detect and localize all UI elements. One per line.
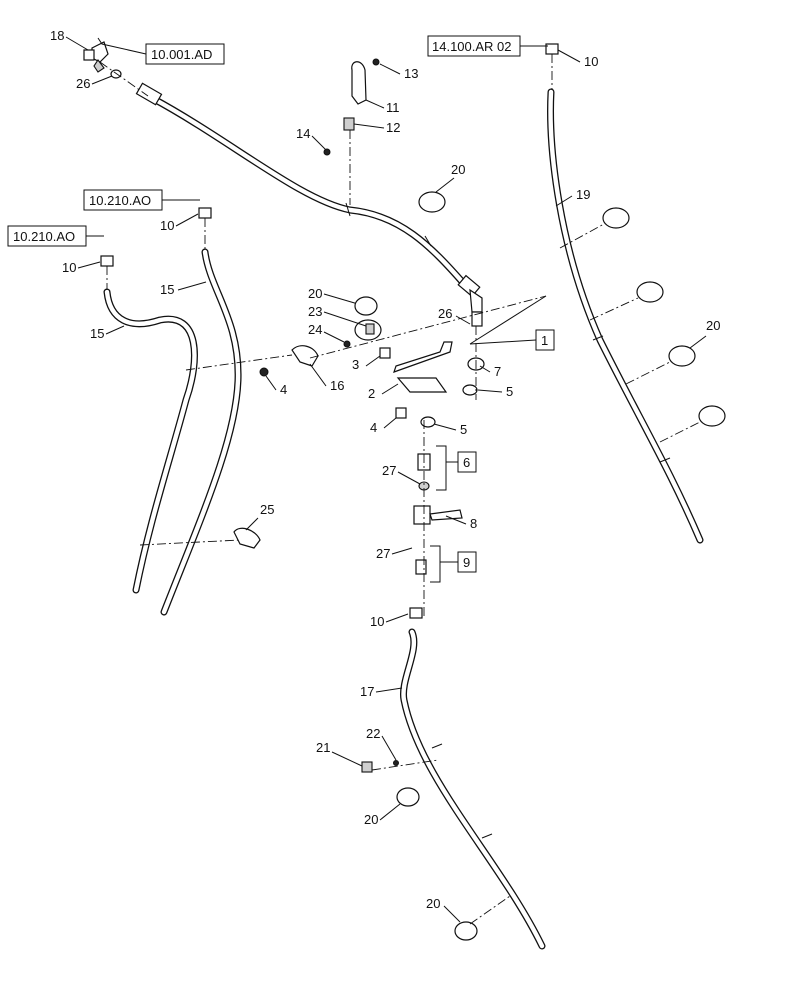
svg-text:1: 1 [541, 333, 548, 348]
svg-text:26: 26 [76, 76, 90, 91]
svg-text:10: 10 [62, 260, 76, 275]
svg-text:5: 5 [506, 384, 513, 399]
elbow-fitting-18 [83, 41, 109, 73]
svg-text:15: 15 [160, 282, 174, 297]
svg-text:27: 27 [382, 463, 396, 478]
svg-text:20: 20 [364, 812, 378, 827]
svg-text:8: 8 [470, 516, 477, 531]
svg-text:5: 5 [460, 422, 467, 437]
svg-text:20: 20 [426, 896, 440, 911]
upper-hose-end-fitting [135, 82, 483, 327]
ref-label: 10.001.AD [151, 47, 212, 62]
svg-text:10: 10 [160, 218, 174, 233]
svg-text:11: 11 [386, 100, 400, 115]
svg-text:19: 19 [576, 187, 590, 202]
svg-text:12: 12 [386, 120, 400, 135]
callout-box-6[interactable]: 6 [457, 451, 477, 473]
svg-text:20: 20 [706, 318, 720, 333]
svg-text:27: 27 [376, 546, 390, 561]
bracket-2 [393, 341, 453, 393]
left-hose-15-inner [160, 248, 242, 616]
svg-text:24: 24 [308, 322, 322, 337]
ref-box-10-001-ad[interactable]: 10.001.AD [145, 43, 225, 65]
svg-text:25: 25 [260, 502, 274, 517]
clamp-11 [323, 58, 380, 156]
svg-text:21: 21 [316, 740, 330, 755]
svg-text:13: 13 [404, 66, 418, 81]
svg-text:7: 7 [494, 364, 501, 379]
fittings-10-left [100, 207, 212, 267]
svg-text:16: 16 [330, 378, 344, 393]
svg-text:18: 18 [50, 28, 64, 43]
svg-text:10: 10 [370, 614, 384, 629]
clamps-bottom [361, 760, 478, 941]
svg-text:22: 22 [366, 726, 380, 741]
callout-box-9[interactable]: 9 [457, 551, 477, 573]
svg-text:23: 23 [308, 304, 322, 319]
svg-text:4: 4 [280, 382, 287, 397]
svg-text:6: 6 [463, 455, 470, 470]
upper-hose [148, 94, 469, 289]
ref-box-10-210-ao-lower[interactable]: 10.210.AO [7, 225, 87, 247]
clamp-25 [233, 527, 261, 549]
clamp-16 [259, 345, 319, 377]
ref-label: 10.210.AO [89, 193, 151, 208]
svg-text:9: 9 [463, 555, 470, 570]
svg-text:20: 20 [308, 286, 322, 301]
svg-text:14: 14 [296, 126, 310, 141]
svg-text:26: 26 [438, 306, 452, 321]
callout-box-1[interactable]: 1 [535, 329, 555, 351]
washer-26-top [110, 69, 122, 79]
svg-text:4: 4 [370, 420, 377, 435]
right-hose-19 [547, 88, 704, 544]
bottom-hose-17 [399, 628, 546, 950]
svg-text:2: 2 [368, 386, 375, 401]
ref-box-14-100-ar-02[interactable]: 14.100.AR 02 [427, 35, 521, 57]
callouts: 18 26 13 11 12 14 10 20 19 20 10 10 15 1… [50, 28, 720, 923]
ref-label: 14.100.AR 02 [432, 39, 512, 54]
svg-text:20: 20 [451, 162, 465, 177]
svg-text:3: 3 [352, 357, 359, 372]
clamps-20-right [602, 207, 726, 427]
svg-text:10: 10 [584, 54, 598, 69]
svg-text:15: 15 [90, 326, 104, 341]
ref-box-10-210-ao-upper[interactable]: 10.210.AO [83, 189, 163, 211]
ref-label: 10.210.AO [13, 229, 75, 244]
svg-text:17: 17 [360, 684, 374, 699]
fittings-center [343, 319, 485, 619]
left-hose-15-outer [103, 288, 198, 594]
